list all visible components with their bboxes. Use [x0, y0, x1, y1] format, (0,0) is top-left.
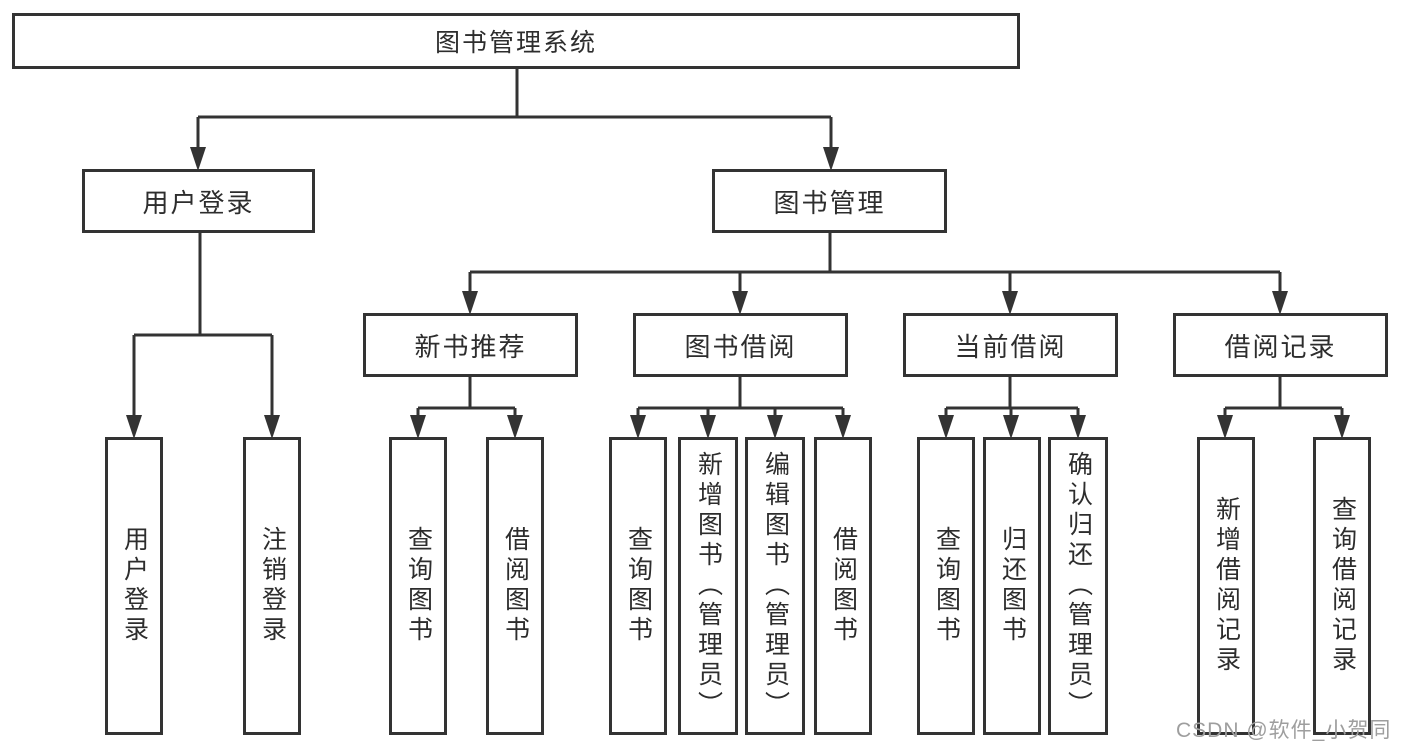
leaf-logout-login: 注销登录: [243, 437, 301, 735]
leaf-borrowing-query-books: 查询图书: [609, 437, 667, 735]
arrowheads: [126, 147, 1350, 439]
leaf-current-query-books: 查询图书: [917, 437, 975, 735]
leaf-records-add-borrow-record: 新增借阅记录: [1197, 437, 1255, 735]
node-new-book-recommend: 新书推荐: [363, 313, 578, 377]
leaf-recommend-borrow-books: 借阅图书: [486, 437, 544, 735]
node-book-management: 图书管理: [712, 169, 947, 233]
leaf-current-confirm-return-admin: 确认归还（管理员）: [1048, 437, 1108, 735]
leaf-records-query-borrow-record: 查询借阅记录: [1313, 437, 1371, 735]
leaf-user-login: 用户登录: [105, 437, 163, 735]
leaf-current-return-books: 归还图书: [983, 437, 1041, 735]
leaf-borrowing-edit-books-admin: 编辑图书（管理员）: [745, 437, 805, 735]
leaf-borrowing-borrow-books: 借阅图书: [814, 437, 872, 735]
node-borrow-records: 借阅记录: [1173, 313, 1388, 377]
node-library-management-system: 图书管理系统: [12, 13, 1020, 69]
node-user-login: 用户登录: [82, 169, 315, 233]
node-book-borrowing: 图书借阅: [633, 313, 848, 377]
leaf-borrowing-add-books-admin: 新增图书（管理员）: [678, 437, 738, 735]
node-current-borrowing: 当前借阅: [903, 313, 1118, 377]
leaf-recommend-query-books: 查询图书: [389, 437, 447, 735]
